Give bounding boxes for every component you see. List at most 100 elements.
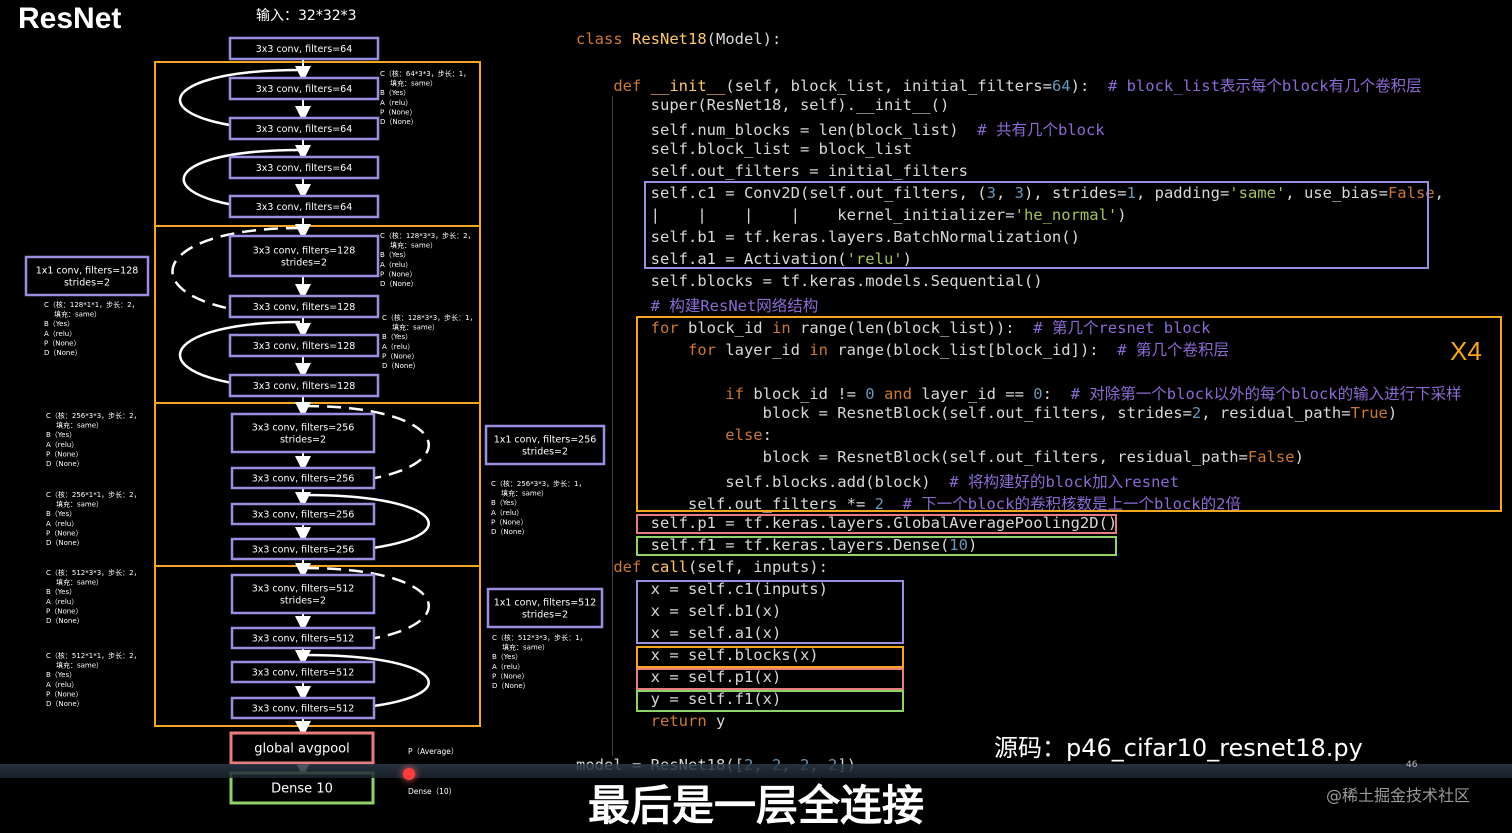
param-line: B（Yes） [44, 320, 74, 328]
code-token: __init__ [650, 77, 726, 95]
code-token: False [1387, 184, 1435, 202]
code-line: y = self.f1(x) [576, 690, 782, 708]
layer-params: C（核：256*1*1，步长：2，填充：same）B（Yes）A（relu）P（… [46, 490, 141, 547]
code-token: ) [967, 536, 978, 554]
param-line: P（None） [492, 672, 528, 680]
param-line: D（None） [46, 617, 84, 625]
code-line: self.num_blocks = len(block_list) # 共有几个… [576, 118, 1105, 140]
param-line: A（relu） [46, 441, 78, 449]
layer-b8c1: 3x3 conv, filters=512 [230, 660, 376, 684]
code-line: for block_id in range(len(block_list)): … [576, 316, 1211, 338]
layer-label: 3x3 conv, filters=64 [256, 163, 353, 174]
code-line: return y [576, 712, 726, 730]
param-line: C（核：512*3*3，步长：1， [492, 633, 587, 642]
layer-b7c2: 3x3 conv, filters=512 [230, 626, 376, 650]
param-line: D（None） [492, 682, 530, 690]
video-progress-bar[interactable] [0, 764, 1512, 778]
code-token: ) [1117, 206, 1127, 224]
code-highlight-box [636, 690, 904, 712]
layer-b4c2: 3x3 conv, filters=128 [228, 373, 380, 398]
param-line: B（Yes） [492, 653, 522, 661]
layer-label: 3x3 conv, filters=256 [252, 422, 355, 433]
code-token: block = ResnetBlock(self.out_filters, re… [576, 448, 1248, 466]
code-line: # 构建ResNet网络结构 [576, 294, 819, 316]
block-group-3 [154, 565, 481, 727]
code-token: | | | | kernel_initializer= [576, 206, 1015, 224]
code-line: self.out_filters *= 2 # 下一个block的卷积核数是上一… [576, 492, 1241, 514]
page-number: 46 [1406, 760, 1418, 770]
param-line: A（relu） [380, 99, 412, 107]
code-line: def __init__(self, block_list, initial_f… [576, 74, 1421, 96]
layer-dense: Dense 10 [229, 771, 375, 805]
code-token: (Model): [706, 30, 782, 48]
layer-b2c1: 3x3 conv, filters=64 [228, 155, 380, 180]
code-line: def call(self, inputs): [576, 558, 828, 576]
layer-label: 3x3 conv, filters=64 [256, 202, 353, 213]
param-line: P（None） [491, 518, 527, 526]
code-line: self.b1 = tf.keras.layers.BatchNormaliza… [576, 228, 1080, 246]
code-token: if [576, 385, 754, 403]
code-token: and [883, 385, 922, 403]
param-line: 填充：same） [390, 79, 437, 88]
layer-params: C（核：128*3*3，步长：2，填充：same）B（Yes）A（relu）P（… [380, 231, 475, 288]
code-token: 64 [1051, 77, 1071, 95]
input-label-text: 输入：32*32*3 [256, 8, 357, 24]
code-token: for [576, 319, 688, 337]
layer-label: strides=2 [280, 595, 326, 606]
layer-params: C（核：128*1*1，步长：2，填充：same）B（Yes）A（relu）P（… [44, 300, 139, 357]
code-token: def [576, 558, 651, 576]
code-line: else: [576, 426, 772, 444]
code-line: x = self.b1(x) [576, 602, 782, 620]
param-line: A（relu） [382, 343, 414, 351]
param-line: C（核：128*3*3，步长：2， [380, 231, 475, 240]
code-token: for [576, 341, 726, 359]
pool-param: P（Average） [408, 747, 458, 756]
layer-label: strides=2 [280, 434, 326, 445]
code-token: 2 [874, 495, 884, 513]
code-token: 3 [1014, 184, 1024, 202]
layer-pool: global avgpool [229, 731, 375, 765]
code-line: class ResNet18(Model): [576, 30, 781, 48]
code-token: 2 [1191, 404, 1202, 422]
code-token: y = self.f1(x) [576, 690, 782, 708]
code-token: block_id [687, 319, 772, 337]
layer-label: 3x3 conv, filters=256 [252, 509, 355, 520]
layer-label: 3x3 conv, filters=64 [256, 124, 353, 135]
param-line: B（Yes） [491, 499, 521, 507]
code-token: False [1247, 448, 1295, 466]
layer-params: C（核：256*3*3，步长：1，填充：same）B（Yes）A（relu）P（… [491, 479, 586, 536]
param-line: 填充：same） [56, 500, 103, 509]
slide-title: ResNet [18, 2, 122, 35]
layer-label: 3x3 conv, filters=512 [252, 633, 355, 644]
code-highlight-box [636, 580, 904, 644]
param-line: P（None） [382, 352, 418, 360]
layer-params: C（核：256*3*3，步长：2，填充：same）B（Yes）A（relu）P（… [46, 411, 141, 468]
code-token: self.out_filters = initial_filters [576, 162, 968, 180]
code-token: x = self.blocks(x) [576, 646, 819, 664]
param-line: 填充：same） [501, 489, 548, 498]
shortcut-label: strides=2 [522, 610, 568, 621]
param-line: C（核：64*3*3，步长：1， [380, 69, 470, 78]
code-highlight-box [636, 536, 1117, 556]
code-highlight-box [636, 316, 1502, 512]
layer-b6c2: 3x3 conv, filters=256 [230, 537, 376, 561]
source-file-label: 源码：p46_cifar10_resnet18.py [994, 734, 1363, 762]
param-line: D（None） [46, 700, 84, 708]
layer-b8c2: 3x3 conv, filters=512 [230, 696, 376, 720]
code-token: 1 [1126, 184, 1136, 202]
param-line: 填充：same） [392, 323, 439, 332]
code-token: # 构建ResNet网络结构 [576, 297, 819, 315]
code-token: self.a1 = Activation( [576, 250, 847, 268]
param-line: B（Yes） [46, 431, 76, 439]
layer-b5c2: 3x3 conv, filters=256 [230, 466, 376, 490]
code-token: , [1434, 184, 1444, 202]
code-token: block_id != [753, 385, 866, 403]
code-token: : [762, 426, 772, 444]
code-token: # 下一个block的卷积核数是上一个block的2倍 [902, 495, 1241, 513]
code-token: return [576, 712, 716, 730]
record-dot-icon [403, 768, 415, 780]
code-token: in [771, 319, 800, 337]
code-token: ) [1387, 404, 1398, 422]
param-line: P（None） [380, 270, 416, 278]
